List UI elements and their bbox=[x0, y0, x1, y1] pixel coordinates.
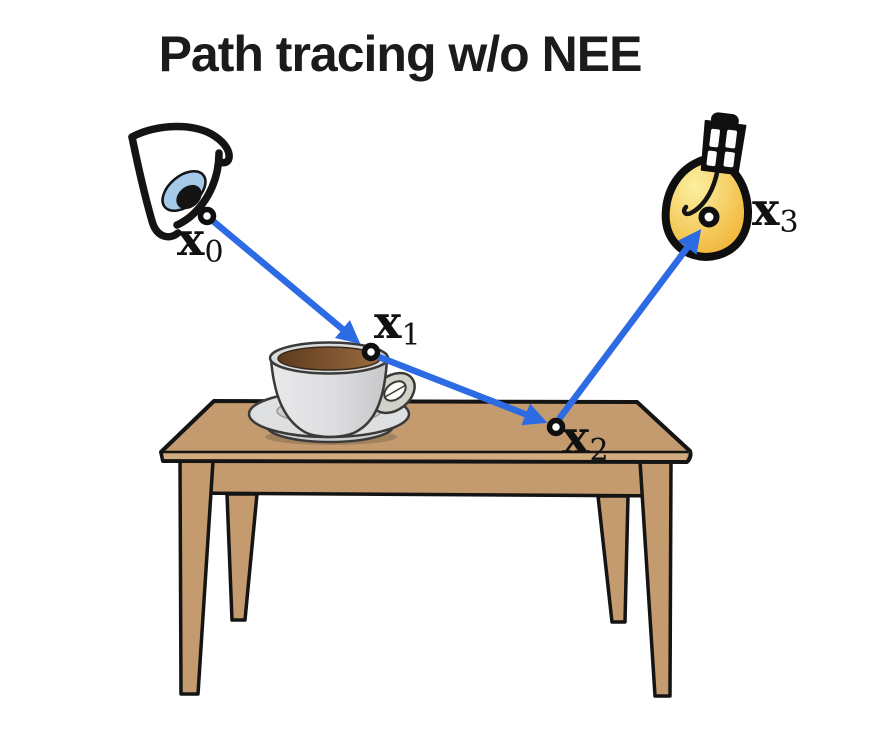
ray-x1-x2 bbox=[377, 353, 548, 426]
light-path-arrows bbox=[210, 218, 702, 426]
vertex-x2-marker bbox=[546, 417, 566, 437]
eye-pupil bbox=[176, 184, 202, 210]
table-leg-front-left bbox=[178, 459, 215, 696]
vertex-x3-label: x3 bbox=[752, 182, 799, 240]
bulb-thread-highlight bbox=[725, 129, 737, 149]
bulb-screw-base bbox=[700, 112, 747, 176]
vertex-x3-marker bbox=[698, 206, 720, 228]
coffee-cup bbox=[247, 341, 416, 445]
eye-icon bbox=[128, 122, 233, 241]
vertex-x1-marker bbox=[361, 342, 381, 362]
bulb-thread-highlight bbox=[709, 128, 721, 148]
path-vertices bbox=[197, 206, 720, 437]
vertex-x0-marker bbox=[197, 206, 217, 226]
figure-title: Path tracing w/o NEE bbox=[158, 26, 643, 82]
wooden-table bbox=[159, 399, 693, 698]
ray-x0-x1 bbox=[210, 218, 361, 344]
bulb-thread-highlight bbox=[706, 150, 717, 167]
eye-lower-lid bbox=[128, 133, 182, 241]
light-bulb-icon bbox=[661, 112, 753, 261]
table-leg-back-left bbox=[225, 492, 259, 622]
table-leg-front-right bbox=[638, 459, 673, 698]
ray-x2-x3 bbox=[556, 229, 702, 421]
vertex-x0-label: x0 bbox=[177, 212, 224, 270]
vertex-x2-label: x2 bbox=[562, 410, 609, 468]
bulb-thread-highlight bbox=[723, 151, 735, 168]
eye-upper-lid-crease bbox=[173, 149, 223, 229]
eye-upper-lash bbox=[128, 122, 233, 167]
table-leg-back-right bbox=[596, 494, 630, 624]
table-top-edge bbox=[163, 453, 687, 460]
vertex-x1-label: x1 bbox=[374, 295, 421, 353]
